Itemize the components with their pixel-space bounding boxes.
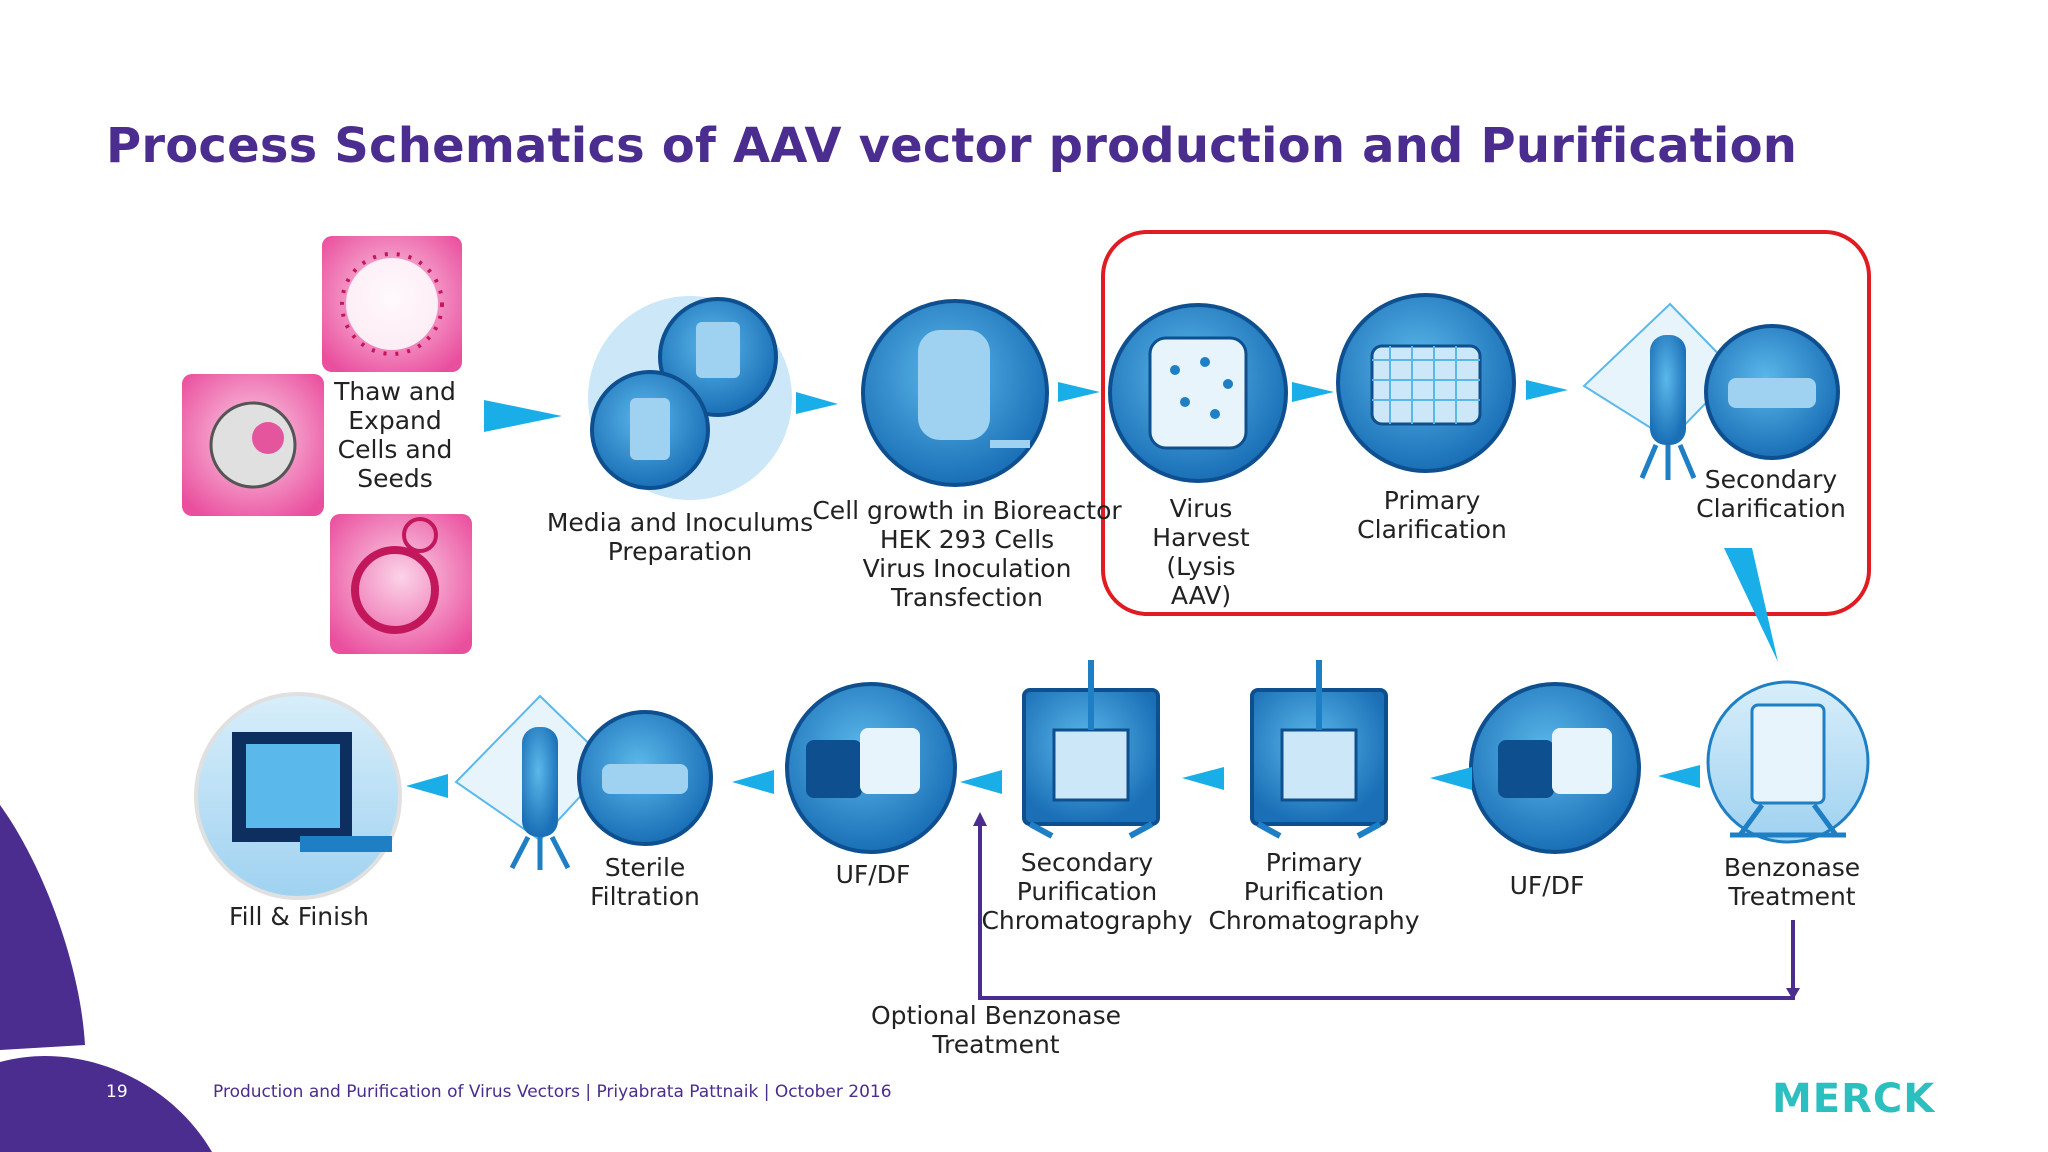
arrow-down-1: [1724, 548, 1778, 662]
fill-finish-icon: [194, 692, 402, 900]
arrow-right-5: [1526, 380, 1568, 400]
arrow-right-3: [1058, 382, 1100, 402]
arrow-right-4: [1292, 382, 1334, 402]
arrow-left-5: [732, 770, 774, 794]
label-sterile-filtration: Sterile Filtration: [590, 853, 700, 911]
thaw-cells-icon: [182, 236, 472, 654]
arrow-right-2: [796, 392, 838, 414]
secondary-purification-icon: [1022, 660, 1160, 839]
label-benzonase: Benzonase Treatment: [1723, 853, 1861, 911]
sterile-filtration-icon: [454, 694, 713, 870]
arrow-right-1: [484, 400, 562, 432]
arrow-left-1: [1658, 765, 1700, 788]
footer-text: Production and Purification of Virus Vec…: [213, 1082, 892, 1102]
label-harvest: Virus Harvest (Lysis AAV): [1152, 494, 1250, 610]
label-secondary-purification: Secondary Purification Chromatography: [981, 848, 1193, 935]
arrow-left-2: [1430, 767, 1472, 790]
label-ufdf-1: UF/DF: [1509, 871, 1585, 900]
ufdf-icon-1: [1469, 682, 1641, 854]
label-fill-finish: Fill & Finish: [229, 902, 369, 931]
slide-title: Process Schematics of AAV vector product…: [106, 118, 1798, 174]
page-number: 19: [106, 1082, 128, 1102]
primary-clarification-icon: [1336, 293, 1516, 473]
corner-decoration: [0, 805, 85, 1050]
label-thaw: Thaw and Expand Cells and Seeds: [334, 377, 456, 493]
media-preparation-icon: [588, 296, 792, 500]
clarification-highlight-box: [1101, 230, 1871, 616]
benzonase-treatment-icon: [1706, 680, 1870, 844]
label-ufdf-2: UF/DF: [835, 860, 911, 889]
corner-decoration-bottom: [0, 1055, 212, 1152]
bypass-arrowhead-top: [973, 812, 987, 826]
arrow-left-6: [406, 774, 448, 798]
arrow-left-3: [1182, 767, 1224, 790]
bypass-arrowhead-right: [1786, 988, 1800, 1000]
label-cell-growth: Cell growth in Bioreactor HEK 293 Cells …: [812, 496, 1122, 612]
label-primary-clarification: Primary Clarification: [1357, 486, 1507, 544]
merck-logo: MERCK: [1772, 1076, 1936, 1122]
arrow-left-4: [960, 770, 1002, 794]
label-primary-purification: Primary Purification Chromatography: [1208, 848, 1420, 935]
label-media: Media and Inoculums Preparation: [546, 508, 814, 566]
bioreactor-icon: [861, 299, 1049, 487]
ufdf-icon-2: [785, 682, 957, 854]
virus-harvest-icon: [1108, 303, 1288, 483]
primary-purification-icon: [1250, 660, 1388, 839]
label-optional-benzonase: Optional Benzonase Treatment: [870, 1001, 1122, 1059]
secondary-clarification-icon: [1582, 302, 1840, 480]
label-secondary-clarification: Secondary Clarification: [1696, 465, 1846, 523]
optional-bypass-line: [978, 822, 1795, 1000]
